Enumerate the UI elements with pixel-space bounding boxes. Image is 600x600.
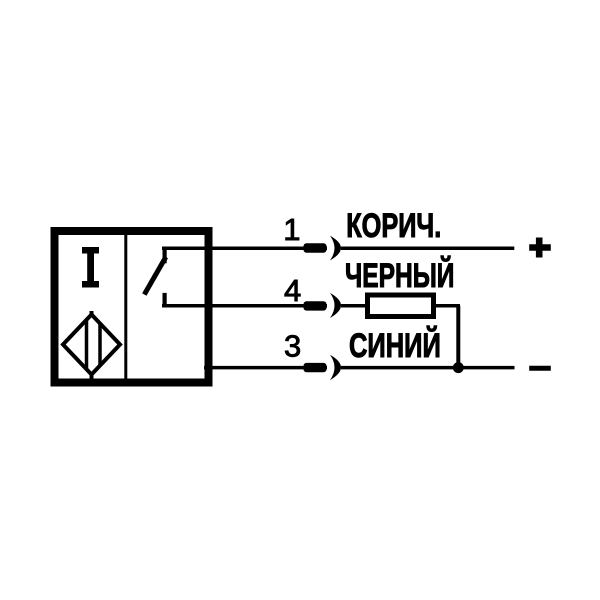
- svg-text:4: 4: [284, 273, 301, 308]
- svg-text:3: 3: [284, 329, 301, 364]
- svg-text:КОРИЧ.: КОРИЧ.: [346, 208, 441, 245]
- svg-text:СИНИЙ: СИНИЙ: [349, 326, 441, 364]
- svg-text:ЧЕРНЫЙ: ЧЕРНЫЙ: [345, 256, 454, 295]
- svg-text:1: 1: [283, 212, 300, 247]
